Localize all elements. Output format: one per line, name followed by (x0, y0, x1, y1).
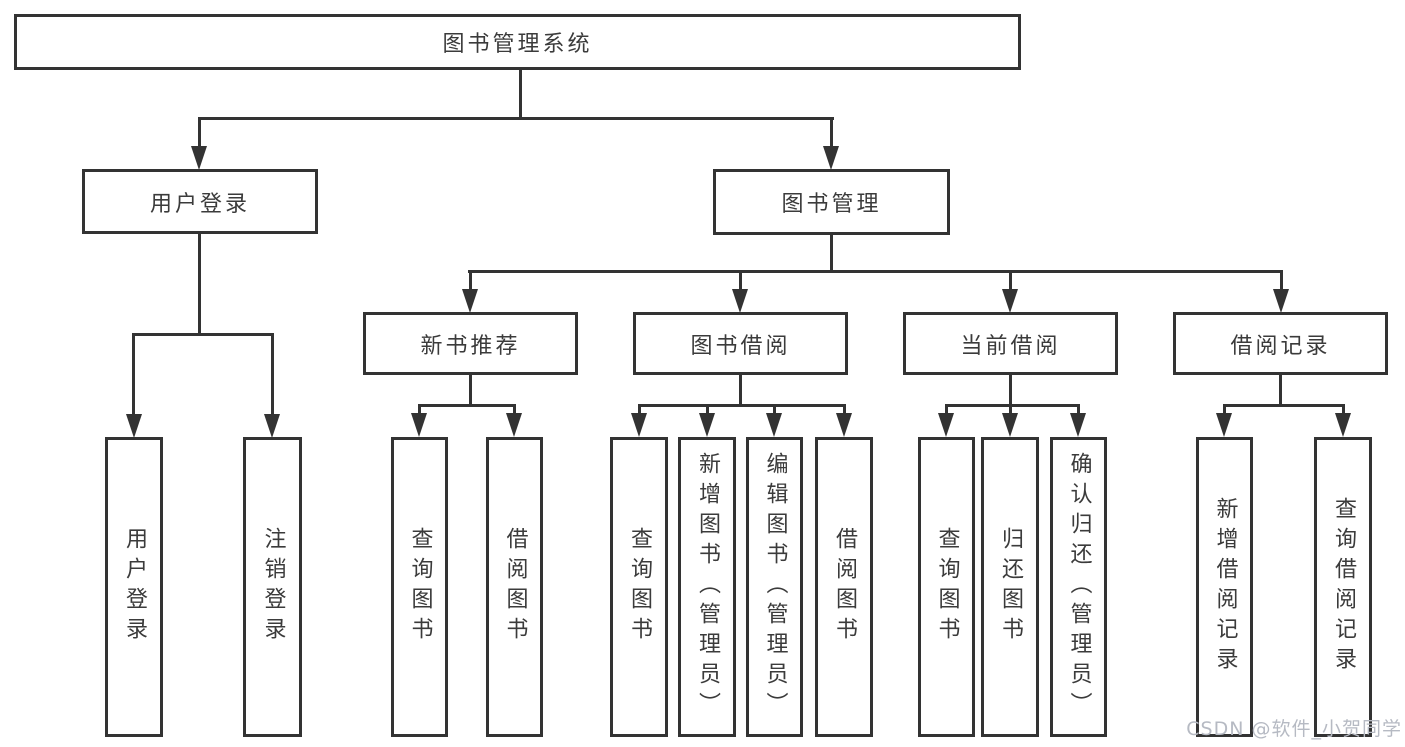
arrowhead-down-icon (766, 413, 782, 437)
arrowhead-down-icon (699, 413, 715, 437)
connector-drop (706, 404, 709, 416)
leaf-add-books-admin: 新增图书（管理员） (678, 437, 736, 737)
connector-drop (638, 404, 641, 416)
leaf-label: 编辑图书（管理员） (762, 452, 788, 722)
connector-drop (830, 117, 833, 149)
connector-bookmgmt-branch (468, 270, 1282, 273)
connector-root-stub (519, 69, 522, 119)
node-label: 当前借阅 (960, 333, 1061, 359)
leaf-query-books-recommend: 查询图书 (391, 437, 448, 737)
node-label: 新书推荐 (420, 333, 521, 359)
leaf-borrow-books-borrowing: 借阅图书 (815, 437, 873, 737)
node-borrowing-records: 借阅记录 (1173, 312, 1388, 375)
leaf-borrow-books-recommend: 借阅图书 (486, 437, 543, 737)
connector-recommend-branch (418, 404, 516, 407)
leaf-logout-login: 注销登录 (243, 437, 302, 737)
connector-records-branch (1223, 404, 1344, 407)
leaf-label: 借阅图书 (502, 527, 528, 647)
leaf-label: 新增借阅记录 (1212, 497, 1238, 677)
arrowhead-down-icon (1002, 413, 1018, 437)
connector-drop (945, 404, 948, 416)
node-label: 借阅记录 (1230, 333, 1331, 359)
arrowhead-down-icon (1273, 289, 1289, 313)
arrowhead-down-icon (126, 414, 142, 438)
leaf-user-login: 用户登录 (105, 437, 163, 737)
connector-drop (739, 270, 742, 292)
node-current-borrowing: 当前借阅 (903, 312, 1118, 375)
connector-drop (469, 270, 472, 292)
connector-current-branch (945, 404, 1080, 407)
connector-bookmgmt-stub (830, 234, 833, 273)
leaf-add-borrow-record: 新增借阅记录 (1196, 437, 1253, 737)
connector-root-branch (198, 117, 834, 120)
leaf-label: 查询图书 (627, 527, 652, 647)
connector-drop (843, 404, 846, 416)
arrowhead-down-icon (732, 289, 748, 313)
arrowhead-down-icon (191, 146, 207, 170)
connector-drop (1223, 404, 1226, 416)
connector-records-stub (1279, 374, 1282, 407)
connector-current-stub (1009, 375, 1012, 407)
node-new-book-recommend: 新书推荐 (363, 312, 578, 375)
node-label: 图书管理系统 (442, 32, 593, 57)
leaf-label: 查询图书 (934, 527, 960, 647)
node-book-management: 图书管理 (713, 169, 950, 235)
connector-drop (773, 404, 776, 416)
leaf-edit-books-admin: 编辑图书（管理员） (746, 437, 803, 737)
connector-recommend-stub (469, 374, 472, 407)
connector-drop (1342, 404, 1345, 416)
node-user-login: 用户登录 (82, 169, 318, 234)
arrowhead-down-icon (1070, 413, 1086, 437)
node-library-management-system: 图书管理系统 (14, 14, 1021, 70)
leaf-query-borrow-record: 查询借阅记录 (1314, 437, 1372, 737)
leaf-return-books: 归还图书 (981, 437, 1039, 737)
connector-drop (418, 404, 421, 416)
leaf-query-books-borrowing: 查询图书 (610, 437, 668, 737)
leaf-label: 注销登录 (260, 527, 286, 647)
connector-drop (271, 333, 274, 417)
connector-drop (1077, 404, 1080, 416)
connector-drop (1009, 404, 1012, 416)
connector-borrowing-branch (638, 404, 846, 407)
arrowhead-down-icon (823, 146, 839, 170)
csdn-watermark: CSDN @软件_小贺同学 (1186, 718, 1402, 740)
arrowhead-down-icon (264, 414, 280, 438)
leaf-label: 查询图书 (407, 527, 433, 647)
connector-drop (513, 404, 516, 416)
arrowhead-down-icon (1335, 413, 1351, 437)
arrowhead-down-icon (462, 289, 478, 313)
arrowhead-down-icon (836, 413, 852, 437)
leaf-label: 借阅图书 (832, 527, 857, 647)
connector-borrowing-stub (739, 374, 742, 407)
arrowhead-down-icon (1002, 289, 1018, 313)
node-book-borrowing: 图书借阅 (633, 312, 848, 375)
arrowhead-down-icon (411, 413, 427, 437)
leaf-label: 确认归还（管理员） (1066, 452, 1092, 722)
arrowhead-down-icon (506, 413, 522, 437)
connector-userlogin-branch (132, 333, 274, 336)
connector-drop (1009, 270, 1012, 292)
leaf-label: 查询借阅记录 (1331, 497, 1356, 677)
node-label: 用户登录 (149, 191, 250, 217)
leaf-query-books-current: 查询图书 (918, 437, 975, 737)
node-label: 图书管理 (781, 192, 882, 217)
connector-drop (198, 117, 201, 149)
node-label: 图书借阅 (690, 333, 791, 359)
leaf-label: 归还图书 (998, 527, 1023, 647)
leaf-label: 用户登录 (122, 527, 147, 647)
connector-drop (132, 333, 135, 417)
arrowhead-down-icon (631, 413, 647, 437)
leaf-confirm-return-admin: 确认归还（管理员） (1050, 437, 1107, 737)
leaf-label: 新增图书（管理员） (695, 452, 720, 722)
connector-drop (1280, 270, 1283, 292)
connector-userlogin-stub (198, 232, 201, 336)
arrowhead-down-icon (1216, 413, 1232, 437)
arrowhead-down-icon (938, 413, 954, 437)
